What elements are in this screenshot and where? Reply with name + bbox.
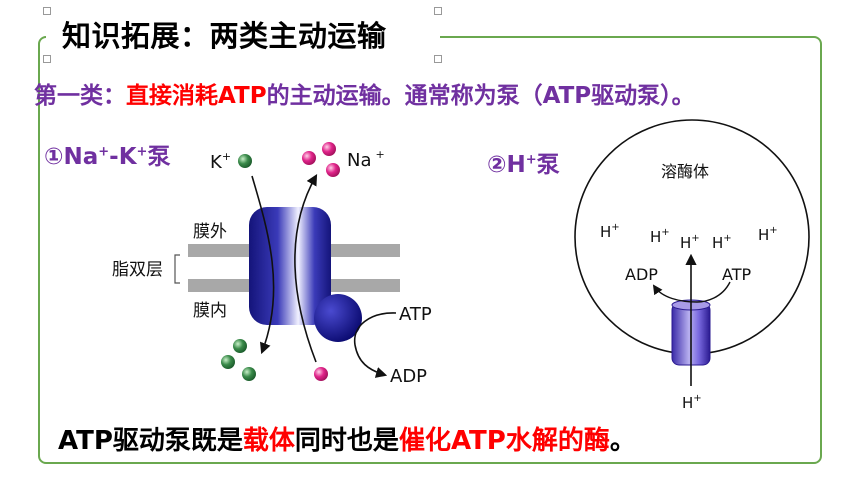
h-ion-label: H+: [712, 233, 732, 252]
h-ion-label: H+: [650, 227, 670, 246]
title-corner-handle: [434, 7, 442, 15]
pump1-heading: ①Na+-K+泵: [44, 144, 171, 170]
atp-binding-site: [314, 294, 362, 342]
atp-to-adp-arrow: [652, 281, 731, 303]
lysosome-label: 溶酶体: [661, 162, 709, 181]
na-ion: [314, 367, 328, 381]
k-ion: [242, 367, 256, 381]
k-ion: [221, 355, 235, 369]
na-k-pump-protein: [249, 207, 331, 325]
title-corner-handle: [434, 55, 442, 63]
k-label: K+: [210, 150, 231, 173]
h-ion-label: H+: [682, 393, 702, 412]
intro-line: 第一类：直接消耗ATP的主动运输。通常称为泵（ATP驱动泵）。: [34, 76, 695, 110]
title-corner-handle: [43, 55, 51, 63]
atp-label-2: ATP: [722, 265, 751, 284]
na-ion: [326, 163, 340, 177]
intro-middle: 的主动运输。: [266, 83, 405, 109]
pump2-heading: ②H+泵: [487, 152, 560, 178]
na-transport-arrow: [294, 174, 318, 363]
h-ion-label: H+: [758, 225, 778, 244]
k-ion: [238, 154, 252, 168]
adp-label-2: ADP: [625, 265, 658, 284]
na-ion: [322, 142, 336, 156]
na-label: Na+: [347, 148, 385, 171]
conclusion-line: ATP驱动泵既是载体同时也是催化ATP水解的酶。: [58, 426, 636, 456]
intro-highlight: 直接消耗ATP: [126, 83, 267, 109]
h-ion-label: H+: [600, 222, 620, 241]
adp-label: ADP: [390, 366, 427, 387]
bilayer-label: 脂双层: [112, 260, 163, 280]
bilayer-bracket: [174, 254, 180, 284]
intro-prefix: 第一类：: [34, 83, 126, 109]
page-title: 知识拓展：两类主动运输: [62, 19, 387, 53]
outside-label: 膜外: [193, 222, 227, 242]
atp-hydrolysis-arrow: [353, 312, 397, 378]
title-box: 知识拓展：两类主动运输: [46, 10, 440, 58]
k-ion: [233, 339, 247, 353]
atp-label: ATP: [399, 304, 432, 325]
intro-suffix: 通常称为泵（ATP驱动泵）。: [404, 83, 695, 109]
k-transport-arrow: [251, 175, 275, 355]
na-ion: [302, 151, 316, 165]
title-corner-handle: [43, 7, 51, 15]
inside-label: 膜内: [193, 301, 227, 321]
h-ion-label: H+: [680, 233, 700, 252]
